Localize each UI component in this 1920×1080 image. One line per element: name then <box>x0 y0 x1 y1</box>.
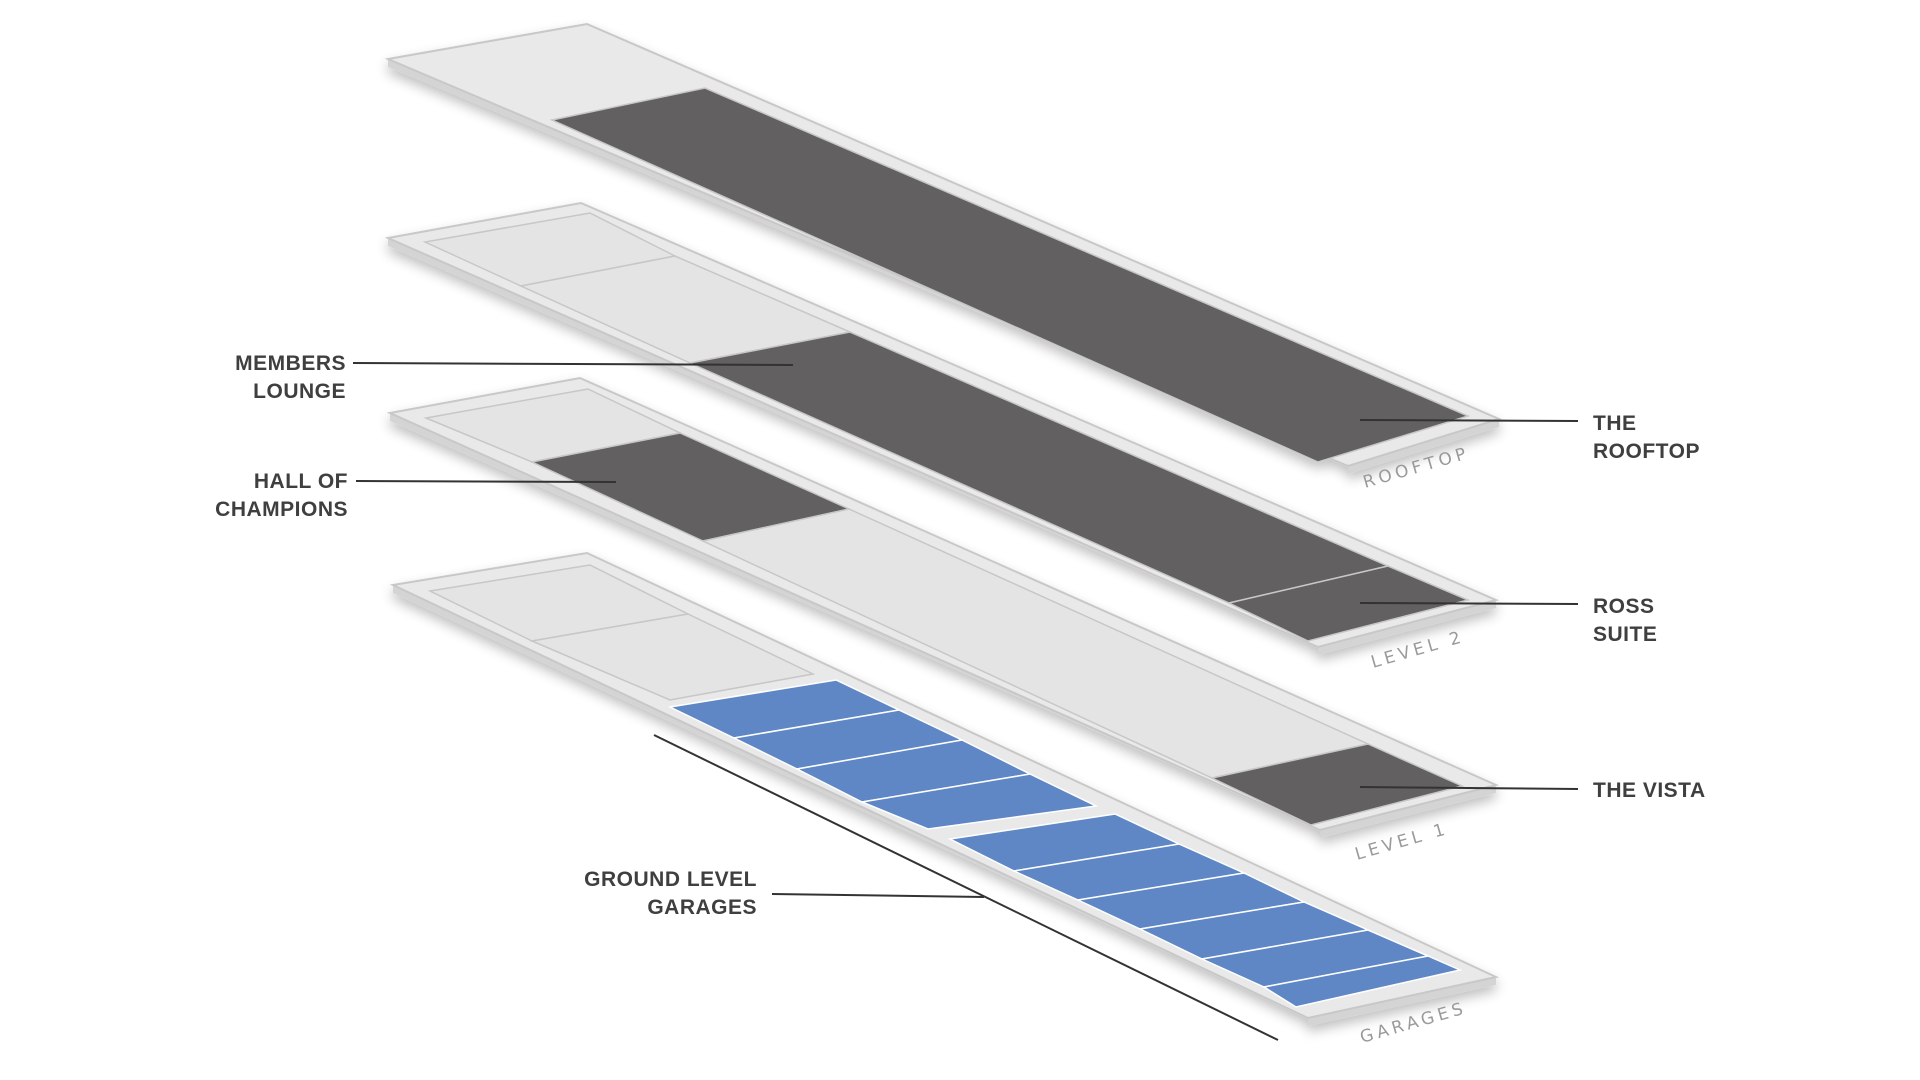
ground-line <box>653 734 1279 1041</box>
garage-bays <box>667 679 1463 1008</box>
venue-the-rooftop[interactable] <box>549 87 1471 463</box>
callout-the-vista[interactable]: THE VISTA <box>1593 779 1706 802</box>
leader-members-lounge <box>352 362 794 366</box>
callout-members-lounge[interactable]: MEMBERS LOUNGE <box>235 352 346 403</box>
leader-hall-of-champions <box>355 480 617 483</box>
callout-hall-of-champions-line1: HALL OF <box>254 470 348 493</box>
slab-level-2 <box>384 201 1500 655</box>
callout-ross-suite-line2: SUITE <box>1593 623 1657 646</box>
leader-ross-suite <box>1359 602 1579 605</box>
callout-the-vista-line1: THE VISTA <box>1593 779 1706 802</box>
cell-garages-b <box>529 613 816 701</box>
venue-ross-suite[interactable] <box>1226 565 1471 642</box>
callout-the-rooftop[interactable]: THE ROOFTOP <box>1593 412 1700 463</box>
venue-the-vista[interactable] <box>1209 743 1465 826</box>
callout-members-lounge-line1: MEMBERS <box>235 352 346 375</box>
garage-bay <box>859 773 1099 830</box>
slab-rooftop <box>384 22 1502 474</box>
callout-ground-level-garages-line2: GARAGES <box>647 896 757 919</box>
callout-the-rooftop-line1: THE <box>1593 412 1637 435</box>
callout-hall-of-champions[interactable]: HALL OF CHAMPIONS <box>215 470 348 521</box>
callout-ground-level-garages-line1: GROUND LEVEL <box>584 868 757 891</box>
callout-the-rooftop-line2: ROOFTOP <box>1593 440 1700 463</box>
callout-members-lounge-line2: LOUNGE <box>253 380 346 403</box>
callout-ground-level-garages[interactable]: GROUND LEVEL GARAGES <box>584 868 757 919</box>
garage-bay <box>1261 955 1463 1008</box>
callout-ross-suite[interactable]: ROSS SUITE <box>1593 595 1657 646</box>
slab-garages <box>389 551 1500 1026</box>
slab-level-1 <box>386 376 1500 838</box>
callout-ross-suite-line1: ROSS <box>1593 595 1655 618</box>
level-label-level-1: LEVEL 1 <box>1353 819 1451 865</box>
leader-ground-level-garages <box>771 893 985 898</box>
leader-the-vista <box>1359 786 1579 790</box>
leader-the-rooftop <box>1359 419 1579 422</box>
callout-hall-of-champions-line2: CHAMPIONS <box>215 498 348 521</box>
